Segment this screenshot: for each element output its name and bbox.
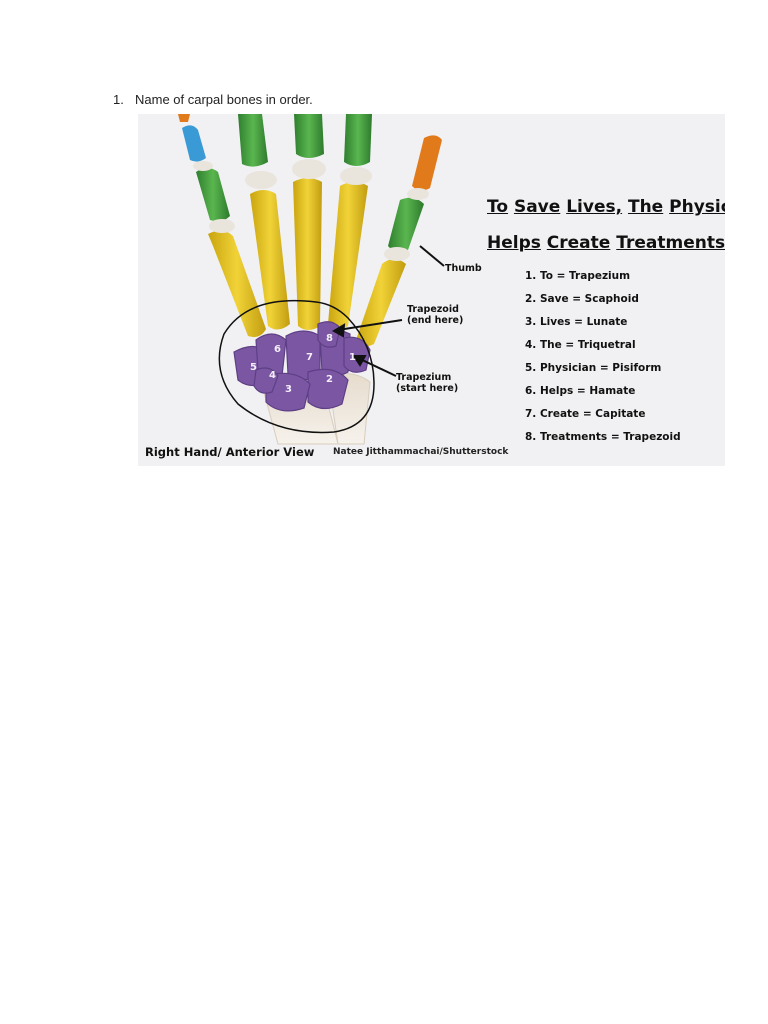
pinky-middle-phalanx [196,168,230,222]
bone-number-6: 6 [274,344,281,355]
label-trapezium: Trapezium (start here) [396,372,459,394]
pinky-metacarpal [208,230,266,338]
question-text: Name of carpal bones in order. [135,92,313,107]
carpal-bones [233,321,371,412]
thumb-distal-phalanx [412,135,442,191]
label-thumb: Thumb [445,263,482,274]
figure-caption: Right Hand/ Anterior View [145,445,315,459]
list-item: 5. Physician = Pisiform [525,362,662,374]
middle-metacarpal [293,178,322,330]
thumb-proximal-phalanx [388,197,424,253]
bone-number-4: 4 [269,370,276,381]
pinky-cap [209,219,235,233]
middle-middle-phalanx [294,114,324,158]
mnemonic-line-1: To Save Lives, The Physician [487,197,725,217]
carpal-circle-outline [218,299,375,434]
thumb-metacarpal [356,259,406,347]
ring-metacarpal [250,190,290,330]
question-number: 1. [113,92,124,107]
carpal-bone-list: 1. To = Trapezium 2. Save = Scaphoid 3. … [525,265,725,449]
list-item: 3. Lives = Lunate [525,316,628,328]
mnemonic-line-2: Helps Create Treatments [487,233,725,253]
carpal-bones-figure: 1 2 3 4 5 6 7 8 Thumb Trapezoid (end her… [138,114,725,466]
ring-middle-phalanx [238,114,268,167]
bone-number-2: 2 [326,374,333,385]
list-item: 4. The = Triquetral [525,339,636,351]
index-metacarpal [328,182,368,329]
list-item: 6. Helps = Hamate [525,385,636,397]
list-item: 1. To = Trapezium [525,270,631,282]
list-item: 7. Create = Capitate [525,408,646,420]
question-item: 1. Name of carpal bones in order. [113,92,313,107]
bone-number-5: 5 [250,362,257,373]
bone-number-7: 7 [306,352,313,363]
bone-number-3: 3 [285,384,292,395]
list-item: 2. Save = Scaphoid [525,293,639,305]
mnemonic-panel: To Save Lives, The Physician Helps Creat… [487,189,725,449]
label-trapezoid: Trapezoid (end here) [407,304,464,326]
list-item: 8. Treatments = Trapezoid [525,431,681,443]
bone-number-1: 1 [349,352,356,363]
index-middle-phalanx [344,114,372,166]
pinky-distal-phalanx [182,125,206,162]
label-arrows [332,245,445,377]
bone-number-8: 8 [326,333,333,344]
image-credit: Natee Jitthammachai/Shutterstock [333,447,509,457]
hand-illustration [178,114,445,445]
